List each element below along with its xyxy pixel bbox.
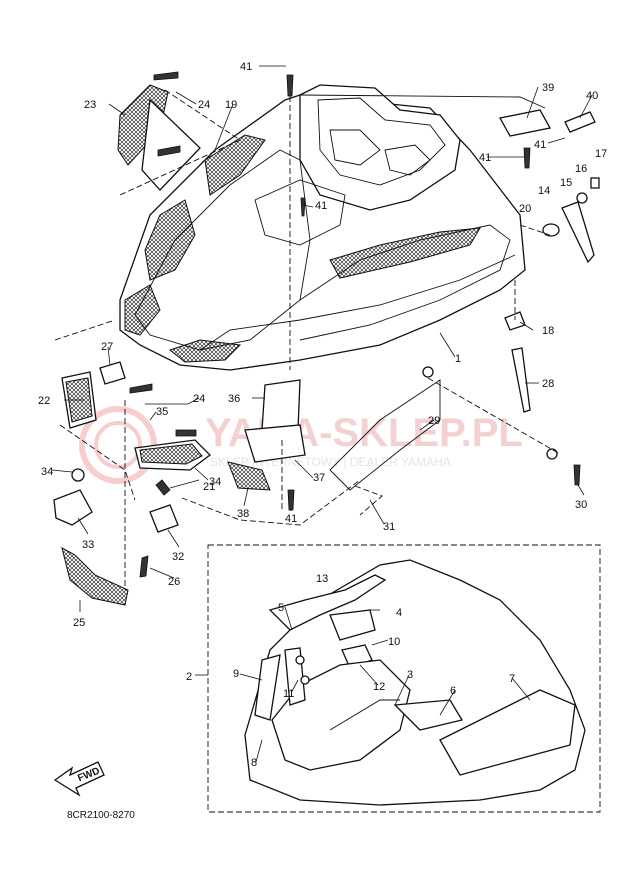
left-side-parts [53,84,211,606]
part-label: 16 [575,163,587,175]
part-label: 27 [101,341,113,353]
part-label: 10 [388,636,400,648]
part-label: 13 [316,573,328,585]
part-label: 38 [237,508,249,520]
part-label: 11 [283,688,294,700]
part-label: 34 [209,476,221,488]
fasteners [129,71,581,511]
fwd-arrow: FWD [53,761,105,797]
part-label: 15 [560,177,572,189]
part-label: 1 [455,353,461,365]
part-label: 30 [575,499,587,511]
part-label: 28 [542,378,554,390]
part-label: 9 [233,668,239,680]
part-label: 14 [538,185,550,197]
part-label: 41 [240,61,252,73]
part-label: 6 [450,685,456,697]
part-labels: 1 2 3 4 5 6 7 8 9 10 11 12 13 14 15 16 1… [38,61,607,769]
part-label: 39 [542,82,554,94]
part-label: 5 [278,602,284,614]
part-label: 40 [586,90,598,102]
part-label: 26 [168,576,180,588]
part-label: 25 [73,617,85,629]
part-label: 17 [595,148,607,160]
part-label: 32 [172,551,184,563]
part-label: 21 [203,481,215,493]
part-label: 41 [285,513,297,525]
part-label: 20 [519,203,531,215]
part-label: 41 [534,139,546,151]
part-label: 22 [38,395,50,407]
liner-subassembly [207,544,601,813]
part-label: 24 [198,99,210,111]
part-label: 41 [315,200,327,212]
part-label: 37 [313,472,325,484]
part-label: 36 [228,393,240,405]
part-label: 2 [186,671,192,683]
part-label: 4 [396,607,402,619]
part-label: 34 [41,466,53,478]
part-label: 29 [428,415,440,427]
engine-hood [119,84,526,371]
part-label: 35 [156,406,168,418]
part-label: 33 [82,539,94,551]
part-label: 8 [251,757,257,769]
leader-lines [51,65,593,763]
part-label: 23 [84,99,96,111]
part-label: 24 [193,393,205,405]
part-label: 31 [383,521,395,533]
part-label: 12 [373,681,385,693]
drawing-code: 8CR2100-8270 [67,810,135,821]
part-label: 18 [542,325,554,337]
part-label: 3 [407,669,413,681]
part-label: 7 [509,673,515,685]
center-parts [227,366,558,491]
assembly-lines [54,89,561,590]
part-label: 41 [479,152,491,164]
part-label: 19 [225,99,237,111]
